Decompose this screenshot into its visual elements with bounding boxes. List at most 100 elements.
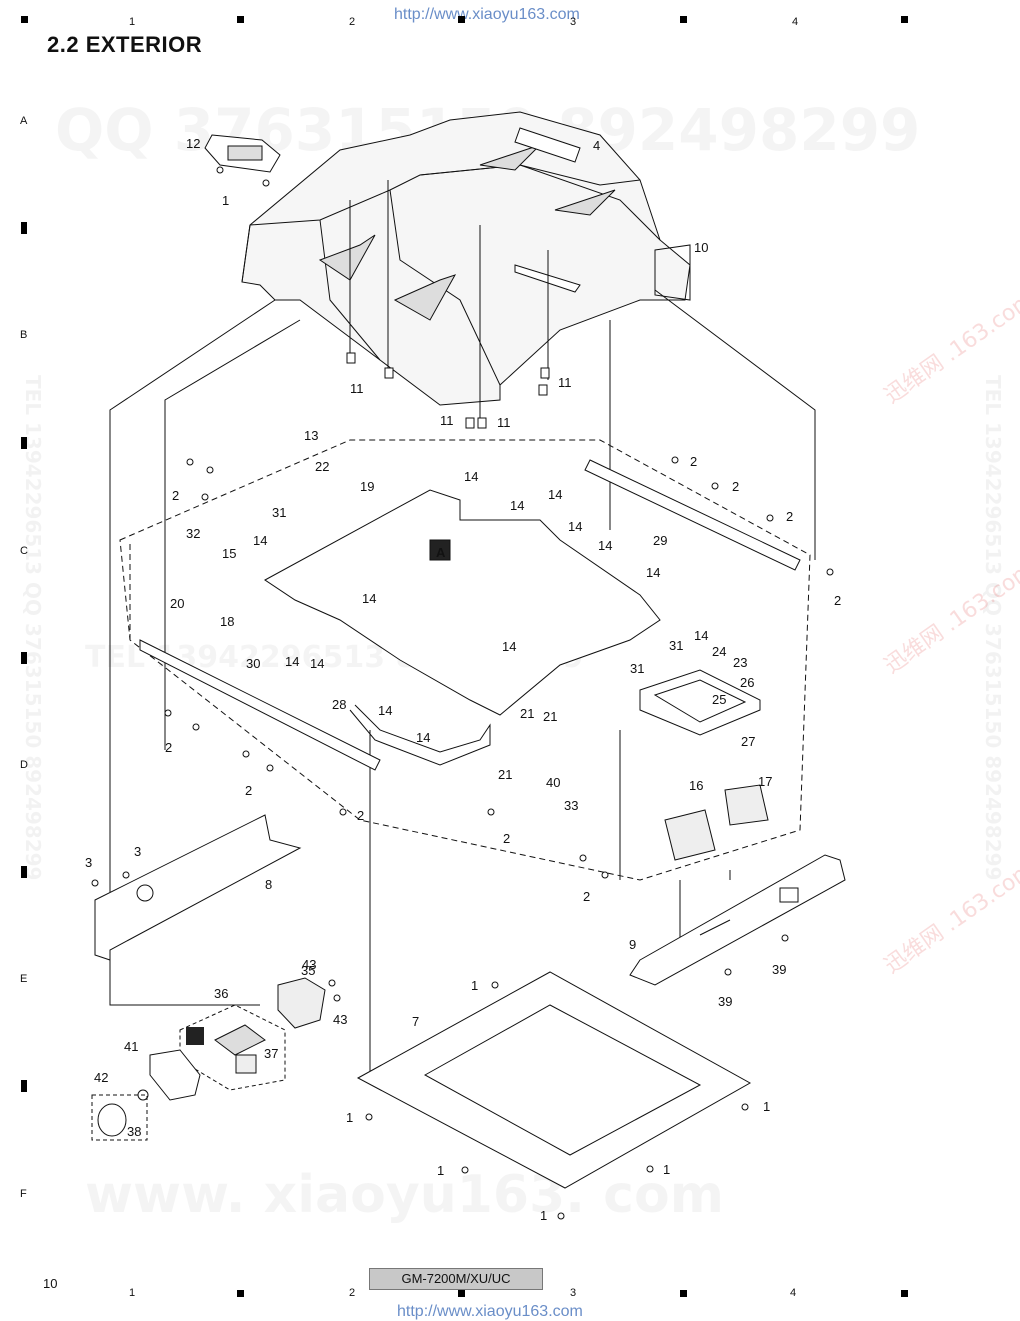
callout-28: 28 (332, 697, 346, 712)
callout-1: 1 (471, 978, 478, 993)
callout-24: 24 (712, 644, 726, 659)
column-label: 1 (129, 16, 136, 28)
row-label: B (20, 329, 28, 341)
terminal-part-17 (724, 784, 769, 826)
callout-39: 39 (718, 994, 732, 1009)
spacers-part-11 (346, 352, 550, 429)
block-label-a: A (436, 545, 446, 560)
callout-37: 37 (264, 1046, 278, 1061)
column-label: 3 (570, 16, 577, 28)
grid-marker (21, 866, 27, 878)
grid-marker (458, 16, 465, 23)
top-cover-part-10 (241, 111, 691, 406)
column-label: 4 (790, 1287, 797, 1299)
callout-15: 15 (222, 546, 236, 561)
grid-marker (680, 16, 687, 23)
url-bottom[interactable]: http://www.xiaoyu163.com (397, 1303, 583, 1320)
callout-43: 43 (333, 1012, 347, 1027)
callout-2: 2 (786, 509, 793, 524)
row-label: C (20, 545, 28, 557)
callout-11: 11 (558, 375, 572, 390)
bracket-part-29 (584, 459, 801, 571)
callout-11: 11 (350, 381, 364, 396)
bottom-cover-part-7 (356, 971, 752, 1189)
grid-marker (21, 16, 28, 23)
bracket-part-28 (349, 704, 491, 766)
callout-13: 13 (304, 428, 318, 443)
callout-14: 14 (285, 654, 299, 669)
callout-14: 14 (694, 628, 708, 643)
callout-38: 38 (127, 1124, 141, 1139)
side-panel-part-8 (94, 814, 302, 961)
terminal-part-16 (664, 809, 716, 861)
url-top[interactable]: http://www.xiaoyu163.com (394, 6, 580, 23)
callout-14: 14 (362, 591, 376, 606)
callout-11: 11 (497, 415, 511, 430)
callout-41: 41 (124, 1039, 138, 1054)
callout-42: 42 (94, 1070, 108, 1085)
leader-lines (109, 180, 816, 1075)
callout-8: 8 (265, 877, 272, 892)
connector-part-12 (204, 134, 281, 173)
callout-labels: 12 1 4 10 11 11 11 11 13 22 19 2 14 2 2 … (85, 136, 841, 978)
callout-30: 30 (246, 656, 260, 671)
callout-31: 31 (669, 638, 683, 653)
screws (91, 166, 834, 1220)
main-pcb-part-13 (264, 489, 661, 716)
callout-2: 2 (732, 479, 739, 494)
chassis-outline (119, 439, 811, 881)
callout-26: 26 (740, 675, 754, 690)
callout-21: 21 (543, 709, 557, 724)
callout-31: 31 (272, 505, 286, 520)
callout-1: 1 (346, 1110, 353, 1125)
callout-2: 2 (357, 808, 364, 823)
grid-marker (21, 1080, 27, 1092)
page-number: 10 (43, 1276, 58, 1291)
holder-part-41 (149, 1049, 201, 1101)
callout-12: 12 (186, 136, 200, 151)
row-label: F (20, 1188, 27, 1200)
callout-40: 40 (546, 775, 560, 790)
callout-2: 2 (172, 488, 179, 503)
callout-16: 16 (689, 778, 703, 793)
column-label: 2 (349, 1287, 356, 1299)
callout-25: 25 (712, 692, 726, 707)
callout-19: 19 (360, 479, 374, 494)
callout-17: 17 (758, 774, 772, 789)
row-label: E (20, 973, 28, 985)
row-label: A (20, 115, 28, 127)
callout-2: 2 (165, 740, 172, 755)
bracket-part-30 (139, 639, 381, 771)
callout-1: 1 (540, 1208, 547, 1223)
callout-2: 2 (245, 783, 252, 798)
connector-part-37 (235, 1054, 257, 1074)
pcb-part-36 (214, 1024, 266, 1056)
column-label: 3 (570, 1287, 577, 1299)
callout-31: 31 (630, 661, 644, 676)
frame-part-27 (639, 669, 761, 736)
callout-33: 33 (564, 798, 578, 813)
callout-2: 2 (690, 454, 697, 469)
column-label: 2 (349, 16, 356, 28)
grid-marker (680, 1290, 687, 1297)
column-label: 4 (792, 16, 799, 28)
callout-10: 10 (694, 240, 708, 255)
callout-32: 32 (186, 526, 200, 541)
callout-14: 14 (568, 519, 582, 534)
callout-14: 14 (464, 469, 478, 484)
callout-14: 14 (598, 538, 612, 553)
callout-14: 14 (253, 533, 267, 548)
knob-cap-part-38 (97, 1089, 149, 1137)
callout-14: 14 (416, 730, 430, 745)
callout-43: 43 (302, 957, 316, 972)
bracket-part-35 (277, 977, 326, 1029)
callout-9: 9 (629, 937, 636, 952)
callout-11: 11 (440, 413, 454, 428)
grid-marker (901, 16, 908, 23)
side-panel-part-9 (629, 854, 846, 986)
callout-14: 14 (502, 639, 516, 654)
callout-36: 36 (214, 986, 228, 1001)
callout-14: 14 (510, 498, 524, 513)
callout-39: 39 (772, 962, 786, 977)
